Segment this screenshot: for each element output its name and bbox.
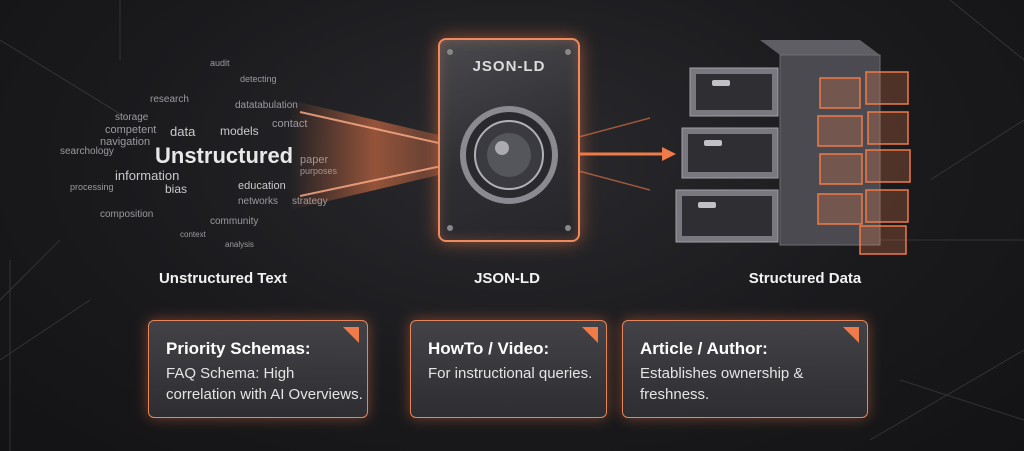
word-cloud-word: community bbox=[210, 216, 259, 227]
word-cloud-word: Unstructured bbox=[155, 143, 294, 168]
word-cloud-word: datatabulation bbox=[235, 100, 298, 111]
card-title: Article / Author: bbox=[640, 339, 768, 358]
card-title: Priority Schemas: bbox=[166, 339, 311, 358]
card-corner-icon bbox=[582, 327, 598, 343]
word-cloud-word: analysis bbox=[225, 240, 254, 249]
card-priority-schemas: Priority Schemas: FAQ Schema: High corre… bbox=[148, 320, 368, 418]
word-cloud-word: composition bbox=[100, 209, 154, 220]
card-howto-video: HowTo / Video: For instructional queries… bbox=[410, 320, 607, 418]
lens-icon bbox=[447, 49, 571, 231]
card-title: HowTo / Video: bbox=[428, 339, 550, 358]
card-article-author: Article / Author: Establishes ownership … bbox=[622, 320, 868, 418]
arrow-head-icon bbox=[662, 147, 676, 161]
lens-title: JSON-LD bbox=[472, 58, 546, 75]
word-cloud-word: processing bbox=[70, 182, 114, 192]
card-body: Establishes ownership & freshness. bbox=[640, 365, 804, 403]
word-cloud-word: information bbox=[115, 168, 180, 183]
word-cloud-word: networks bbox=[238, 196, 279, 207]
word-cloud-word: storage bbox=[115, 112, 149, 123]
card-body: For instructional queries. bbox=[428, 365, 593, 382]
jsonld-lens-device: JSON-LD bbox=[438, 38, 580, 242]
word-cloud-word: competent bbox=[105, 124, 157, 136]
card-corner-icon bbox=[343, 327, 359, 343]
word-cloud-word: audit bbox=[210, 58, 230, 68]
word-cloud-word: navigation bbox=[100, 136, 151, 148]
label-unstructured-text: Unstructured Text bbox=[158, 270, 288, 287]
card-body: FAQ Schema: High correlation with AI Ove… bbox=[166, 365, 363, 403]
word-cloud-word: searchology bbox=[60, 146, 114, 157]
word-cloud-word: bias bbox=[165, 182, 188, 196]
word-cloud-word: data bbox=[170, 124, 196, 139]
word-cloud-word: models bbox=[220, 124, 259, 138]
label-jsonld: JSON-LD bbox=[474, 270, 540, 287]
unstructured-text-word-cloud: Unstructured information data models nav… bbox=[60, 35, 390, 265]
word-cloud-word: research bbox=[150, 94, 189, 105]
word-cloud-word: context bbox=[180, 230, 206, 239]
word-cloud-word: education bbox=[238, 180, 286, 192]
word-cloud-word: detecting bbox=[240, 74, 277, 84]
card-corner-icon bbox=[843, 327, 859, 343]
label-structured-data: Structured Data bbox=[748, 270, 862, 287]
word-cloud-word: contact bbox=[272, 118, 308, 130]
